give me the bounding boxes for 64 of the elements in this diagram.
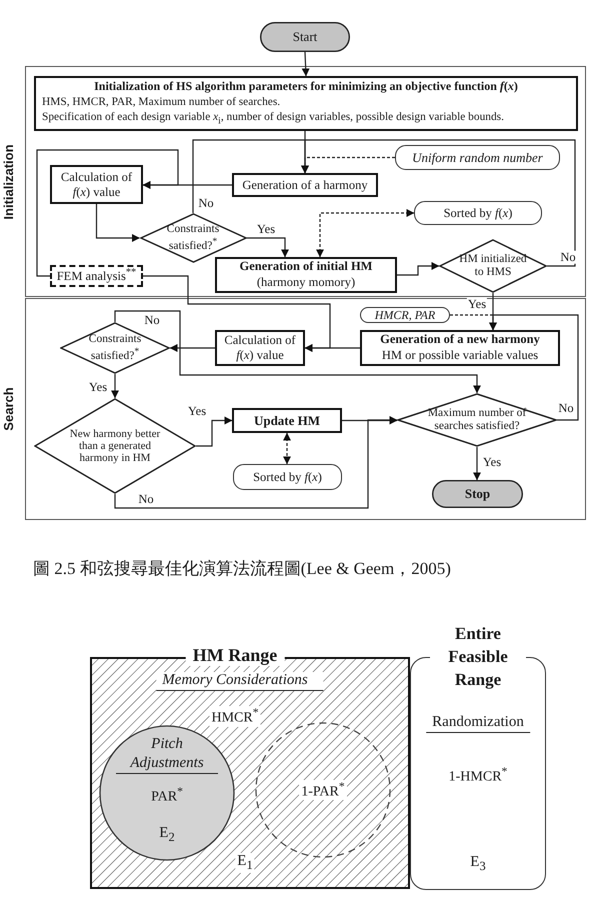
underlined-heading: Randomization (426, 714, 530, 733)
process-box (34, 76, 578, 131)
process-box: Calculation of f(x) value (215, 330, 305, 366)
rounded-box: Sorted by f(x) (414, 201, 542, 225)
arrow (302, 52, 310, 76)
edge-label: No (143, 314, 161, 326)
figure-caption: 圖 2.5 和弦搜尋最佳化演算法流程圖(Lee & Geem，2005) (33, 558, 451, 580)
region-label: E$_{3}$ (470, 854, 486, 874)
process-box (360, 330, 560, 366)
arrow (36, 149, 179, 277)
process-box: Calculation of f(x) value (50, 165, 143, 204)
arrow (246, 237, 289, 258)
region-label: E$_{1}$ (235, 853, 255, 873)
shaded-circle (99, 725, 235, 861)
arrow (489, 314, 579, 421)
edge-label: No (559, 250, 577, 264)
rounded-box: HMCR, PAR (360, 307, 450, 323)
terminal-pill: Start (260, 22, 350, 52)
decision-diamond: HM initialized to HMS (439, 239, 547, 293)
process-box (215, 257, 397, 293)
box-text: HM or possible variable values (382, 348, 538, 364)
edge-label: Yes (482, 456, 502, 468)
terminal-pill: Stop (432, 480, 523, 508)
dashed-circle: 1-PAR$^{*}$ (255, 722, 391, 858)
process-box: Generation of a harmony (232, 173, 378, 197)
edge-label: Yes (186, 404, 208, 418)
decision-diamond: Constraints satisfied?$^{*}$ (140, 213, 246, 263)
underlined-heading: Pitch Adjustments (116, 735, 218, 774)
probability-label: HMCR$^{*}$ (209, 706, 261, 727)
arrow (170, 344, 215, 352)
edge-label: Yes (466, 298, 488, 310)
box-text: HMS, HMCR, PAR, Maximum number of searches. (42, 95, 282, 110)
probability-label: 1-HMCR$^{*}$ (448, 765, 508, 786)
arrow (96, 204, 140, 242)
arrow (114, 310, 481, 394)
arrow (301, 139, 576, 267)
region-label: E$_{2}$ (159, 825, 175, 845)
section-label: Search (1, 387, 16, 431)
arrow (397, 262, 440, 276)
box-text: Specification of each design variable x$_{i}$, number of design variables, possible design variable bounds. (42, 110, 505, 128)
box-heading: Initialization of HS algorithm parameters for minimizing an objective function f(x) (93, 79, 519, 96)
dashed-arrow (283, 432, 291, 464)
arrow (114, 416, 398, 509)
section-label: Initialization (1, 144, 16, 220)
edge-label: No (557, 402, 575, 414)
decision-diamond: Maximum number of searches satisfied? (397, 393, 557, 447)
rounded-box: Sorted by f(x) (233, 464, 342, 490)
dashed-box: FEM analysis$^{**}$ (50, 265, 143, 287)
edge-label: No (197, 196, 215, 210)
edge-label: Yes (88, 380, 108, 394)
edge-label: No (137, 492, 155, 506)
arrow (473, 447, 481, 480)
edge-label: Yes (256, 222, 276, 236)
arrow (111, 374, 119, 398)
process-box: Update HM (232, 408, 342, 433)
arrow (304, 344, 360, 352)
rounded-box: Uniform random number (395, 145, 560, 170)
box-heading: Generation of a new harmony (380, 332, 540, 348)
dashed-arrow (316, 209, 414, 258)
box-text: (harmony momory) (256, 275, 356, 291)
probability-label: PAR$^{*}$ (151, 785, 183, 806)
arrow (196, 416, 232, 447)
underlined-heading: Memory Considerations (156, 672, 324, 691)
arrow (342, 416, 398, 424)
